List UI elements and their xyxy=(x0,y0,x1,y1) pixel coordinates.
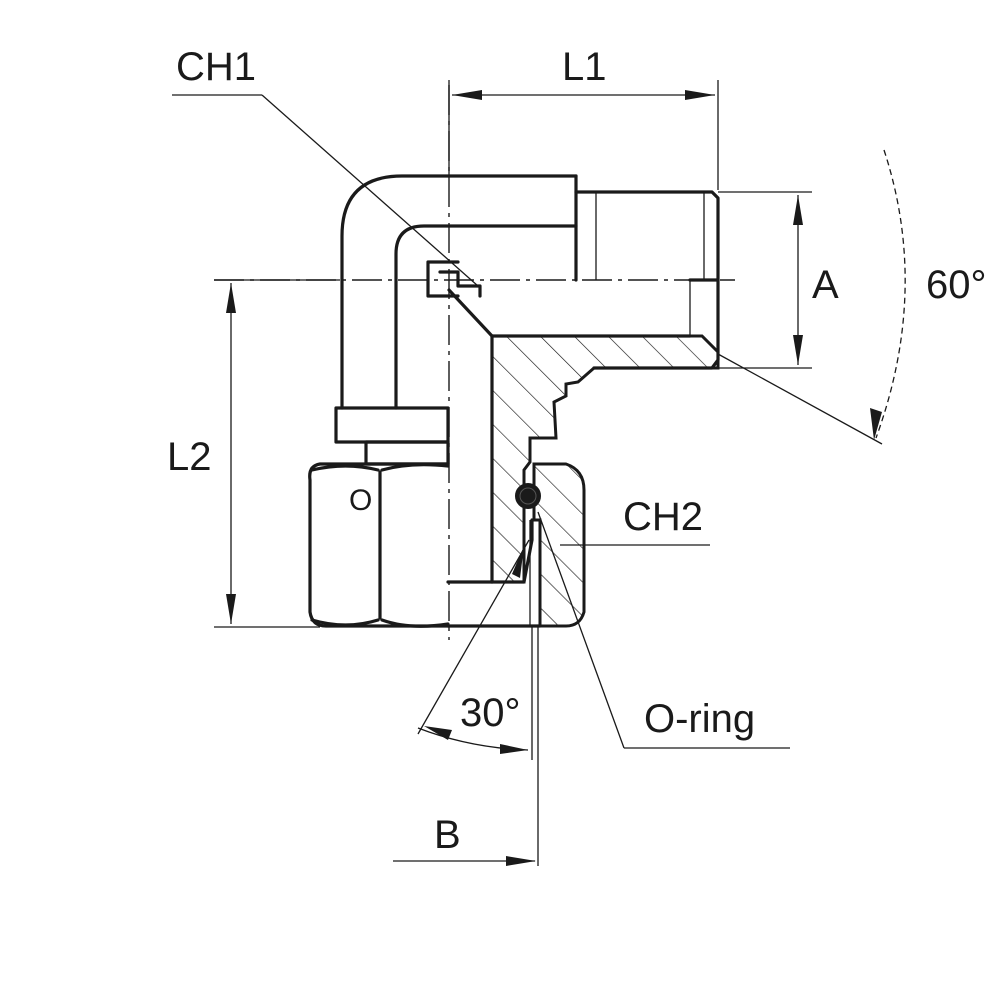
dimension-30-degree xyxy=(417,539,533,760)
hex-nut-section xyxy=(532,462,586,628)
elbow-inner-bore xyxy=(394,224,578,410)
dimension-b xyxy=(393,626,539,866)
label-o-mark: O xyxy=(349,484,372,517)
o-ring-seal xyxy=(515,483,541,509)
label-l1: L1 xyxy=(562,45,607,89)
wrench-flat-symbol xyxy=(426,260,482,298)
label-ch2: CH2 xyxy=(623,495,703,539)
section-hatching xyxy=(490,334,720,584)
swivel-hex-nut xyxy=(308,462,586,628)
dimension-l2 xyxy=(214,279,340,628)
label-o-ring: O-ring xyxy=(644,697,755,741)
label-ch1: CH1 xyxy=(176,45,256,89)
dimension-a xyxy=(718,191,812,369)
dimension-l1 xyxy=(448,80,719,190)
collar-ring xyxy=(334,406,450,466)
dimension-60-degree xyxy=(717,149,906,445)
leader-ch1 xyxy=(172,94,479,287)
upper-section-area xyxy=(490,334,720,584)
label-b: B xyxy=(434,813,461,857)
label-a: A xyxy=(812,263,839,307)
label-angle-30: 30° xyxy=(460,691,521,735)
label-l2: L2 xyxy=(167,435,212,479)
label-angle-60: 60° xyxy=(926,263,987,307)
elbow-outer-contour xyxy=(340,174,578,410)
leader-o-ring xyxy=(537,511,790,749)
hex-nut-outline xyxy=(308,462,450,628)
